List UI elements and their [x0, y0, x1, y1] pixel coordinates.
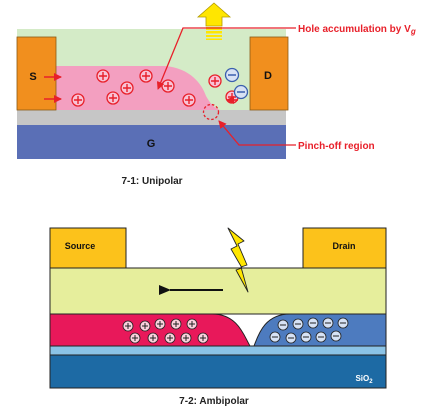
hole-carrier — [71, 93, 85, 107]
hole-carrier — [139, 69, 153, 83]
hole-carrier — [139, 320, 151, 332]
drain-contact-label: Drain — [332, 241, 355, 251]
thin-layer — [49, 345, 387, 356]
drain-electrode — [249, 36, 289, 111]
unipolar-figure: S D G Hole accumulati — [16, 2, 416, 187]
sio2-layer — [49, 354, 387, 389]
dielectric-layer — [17, 110, 286, 125]
hole-accumulation-label: Hole accumulation by Vg — [298, 24, 416, 36]
electron-carrier — [300, 331, 312, 343]
hole-carrier — [208, 74, 222, 88]
drain-label: D — [264, 70, 272, 82]
hole-carrier — [164, 332, 176, 344]
ambipolar-figure: Source Drain SiO2 7-2: Ambipola — [49, 227, 387, 407]
drain-contact — [302, 227, 387, 269]
hole-carrier — [120, 81, 134, 95]
hole-carrier — [96, 69, 110, 83]
electron-carrier — [224, 67, 240, 83]
electron-carrier — [285, 332, 297, 344]
source-contact — [49, 227, 127, 269]
electron-carrier — [315, 331, 327, 343]
caption-unipolar: 7-1: Unipolar — [121, 176, 182, 187]
hole-carrier — [147, 332, 159, 344]
hole-carrier — [161, 79, 175, 93]
electron-carrier — [307, 317, 319, 329]
hole-carrier — [106, 91, 120, 105]
electron-carrier — [269, 331, 281, 343]
electron-carrier — [337, 317, 349, 329]
hole-carrier — [129, 332, 141, 344]
hole-carrier — [122, 320, 134, 332]
sio2-label: SiO2 — [355, 374, 373, 385]
electron-carrier — [277, 319, 289, 331]
gate-layer — [17, 125, 286, 159]
gate-label: G — [147, 138, 156, 150]
lightning-icon — [227, 227, 249, 293]
electron-carrier — [292, 318, 304, 330]
hole-carrier — [182, 93, 196, 107]
pinch-off-marker — [202, 103, 220, 121]
hole-carrier — [154, 318, 166, 330]
annotation-leader — [156, 27, 296, 90]
hole-carrier — [197, 332, 209, 344]
hole-carrier — [186, 318, 198, 330]
electron-carrier — [322, 317, 334, 329]
electron-carrier — [330, 330, 342, 342]
hole-carrier — [170, 318, 182, 330]
source-contact-label: Source — [65, 241, 96, 251]
pinch-off-label: Pinch-off region — [298, 141, 375, 152]
source-label: S — [29, 71, 36, 83]
hole-carrier — [180, 332, 192, 344]
annotation-leader — [218, 120, 296, 146]
electron-carrier — [233, 84, 249, 100]
caption-ambipolar: 7-2: Ambipolar — [179, 396, 249, 407]
